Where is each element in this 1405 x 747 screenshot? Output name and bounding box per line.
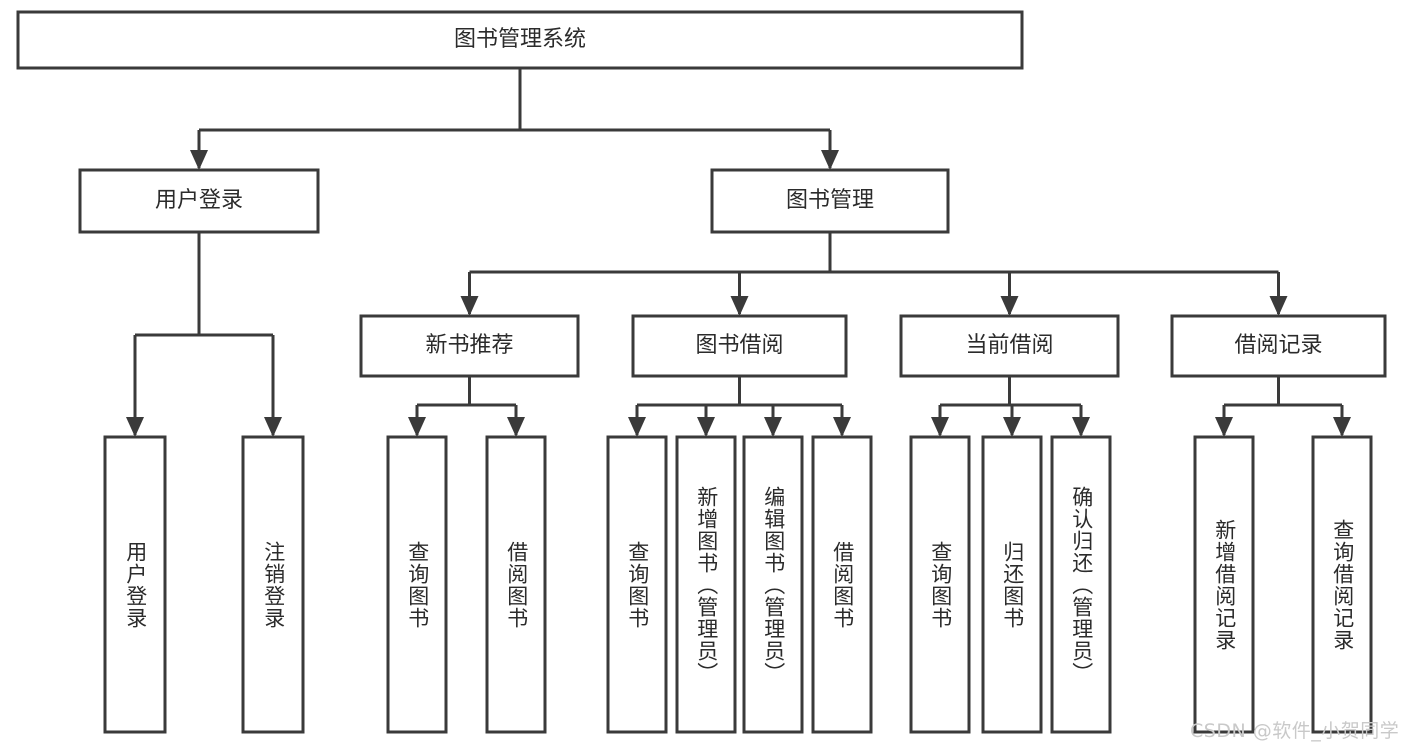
- node-box-leaf_0[interactable]: [103, 435, 167, 734]
- node-box-l2_2[interactable]: [899, 314, 1120, 378]
- csdn-watermark: CSDN @软件_小贺同学: [1190, 720, 1400, 742]
- node-box-l2_0[interactable]: [359, 314, 580, 378]
- arrow-head-icon: [1072, 417, 1090, 437]
- arrow-head-icon: [507, 417, 525, 437]
- node-box-root[interactable]: [16, 10, 1024, 70]
- node-box-l1_1[interactable]: [710, 168, 950, 234]
- node-box-l1_0[interactable]: [78, 168, 320, 234]
- node-box-leaf_4[interactable]: [606, 435, 668, 734]
- node-box-l2_1[interactable]: [631, 314, 848, 378]
- arrow-head-icon: [821, 150, 839, 170]
- node-box-leaf_10[interactable]: [1050, 435, 1112, 734]
- arrow-head-icon: [833, 417, 851, 437]
- arrow-head-icon: [126, 417, 144, 437]
- node-box-l2_3[interactable]: [1170, 314, 1387, 378]
- arrow-head-icon: [628, 417, 646, 437]
- node-box-leaf_12[interactable]: [1311, 435, 1373, 734]
- arrow-head-icon: [730, 296, 749, 316]
- connector-layer: [126, 68, 1351, 437]
- node-box-leaf_2[interactable]: [386, 435, 448, 734]
- arrow-head-icon: [190, 150, 208, 170]
- node-box-leaf_9[interactable]: [981, 435, 1043, 734]
- arrow-head-icon: [931, 417, 949, 437]
- node-box-leaf_6[interactable]: [742, 435, 804, 734]
- arrow-head-icon: [408, 417, 426, 437]
- arrow-head-icon: [1000, 296, 1019, 316]
- arrow-head-icon: [1215, 417, 1233, 437]
- node-box-leaf_1[interactable]: [241, 435, 305, 734]
- arrow-head-icon: [697, 417, 715, 437]
- arrow-head-icon: [1003, 417, 1021, 437]
- node-box-leaf_8[interactable]: [909, 435, 971, 734]
- arrow-head-icon: [264, 417, 282, 437]
- node-box-leaf_7[interactable]: [811, 435, 873, 734]
- arrow-head-icon: [764, 417, 782, 437]
- arrow-head-icon: [460, 296, 479, 316]
- arrow-head-icon: [1333, 417, 1351, 437]
- node-box-leaf_5[interactable]: [675, 435, 737, 734]
- arrow-head-icon: [1269, 296, 1288, 316]
- node-box-layer: [16, 10, 1387, 734]
- node-box-leaf_3[interactable]: [485, 435, 547, 734]
- node-box-leaf_11[interactable]: [1193, 435, 1255, 734]
